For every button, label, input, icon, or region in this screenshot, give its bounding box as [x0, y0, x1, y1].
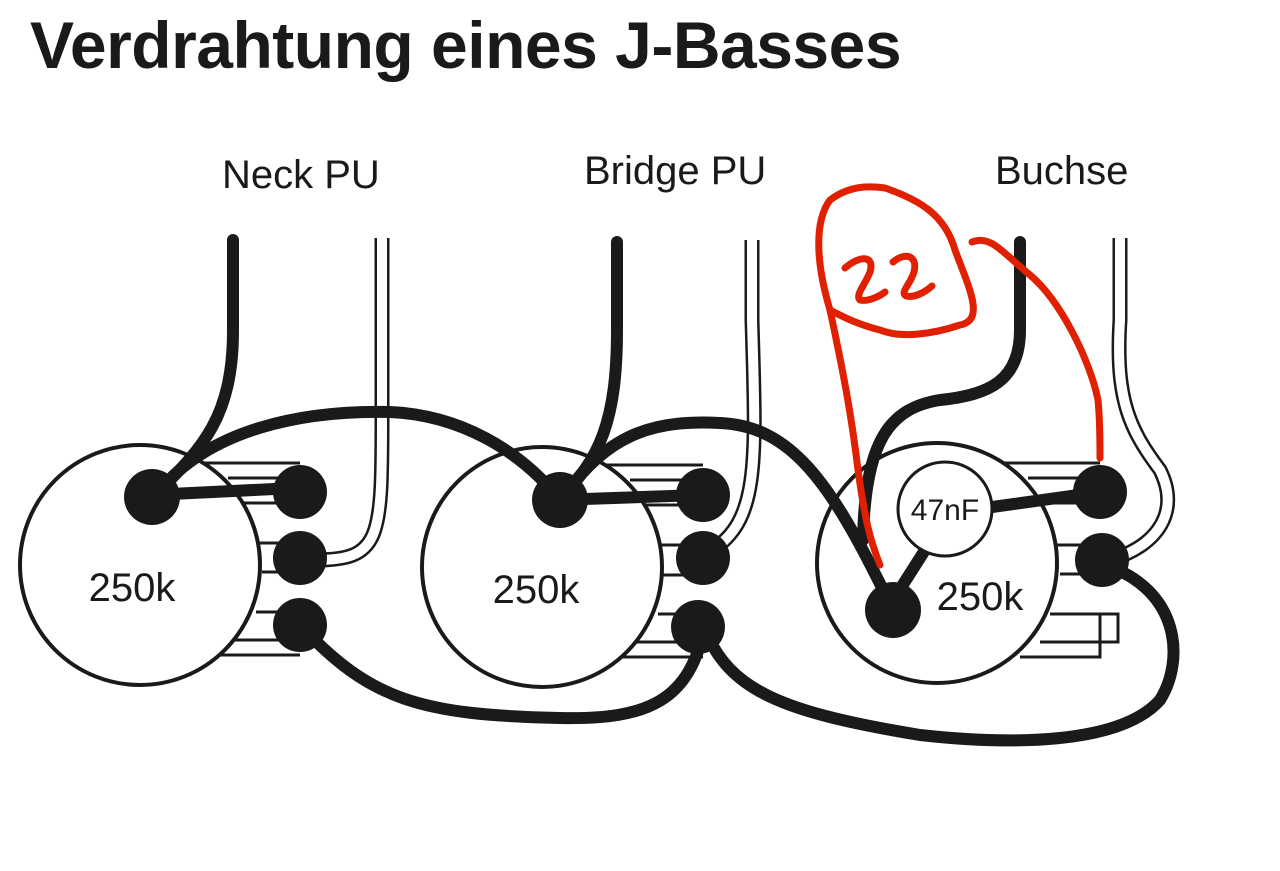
tone-pot-back-joint	[865, 582, 921, 638]
annotation-text: 22	[0, 0, 2, 1]
neck-lug-2	[273, 531, 327, 585]
neck-pot-value: 250k	[89, 566, 177, 610]
annotation-right-stroke	[968, 236, 1104, 462]
capacitor-value: 47nF	[911, 494, 979, 527]
jack-black-wire	[857, 236, 1026, 546]
jack-white-wire	[1107, 238, 1176, 568]
bridge-pot-back-joint	[532, 472, 588, 528]
capacitor	[896, 460, 994, 558]
bridge-lug-3	[671, 600, 725, 654]
bridge-pickup-white-wire	[707, 240, 762, 557]
bridge-pickup-label: Bridge PU	[584, 149, 766, 193]
neck-to-bridge-wire	[154, 405, 566, 506]
bridge-volume-pot	[420, 445, 664, 689]
neck-ground-wire	[294, 619, 711, 725]
annotation-loop	[815, 183, 977, 339]
neck-pickup-label: Neck PU	[222, 153, 380, 197]
red-annotation	[815, 183, 1104, 569]
tone-pot-value: 250k	[937, 575, 1025, 619]
bridge-pot-value: 250k	[493, 568, 581, 612]
neck-volume-pot	[18, 443, 262, 687]
neck-pot-back-joint	[124, 469, 180, 525]
bridge-to-tone-wire	[559, 416, 894, 606]
tone-lug-2	[1075, 533, 1129, 587]
solder-joints	[124, 465, 1129, 654]
tone-lug-1	[1073, 465, 1127, 519]
neck-lug-1	[273, 465, 327, 519]
bridge-lug-1	[676, 468, 730, 522]
bridge-ground-wire	[699, 559, 1180, 747]
diagram-title: Verdrahtung eines J-Basses	[30, 8, 902, 82]
neck-pickup-white-wire	[314, 238, 390, 568]
annotation-digits-22	[841, 252, 936, 304]
annotation-left-stroke	[826, 306, 884, 569]
jack-label: Buchse	[995, 149, 1128, 193]
bridge-lug-2	[676, 531, 730, 585]
neck-lug-3	[273, 598, 327, 652]
